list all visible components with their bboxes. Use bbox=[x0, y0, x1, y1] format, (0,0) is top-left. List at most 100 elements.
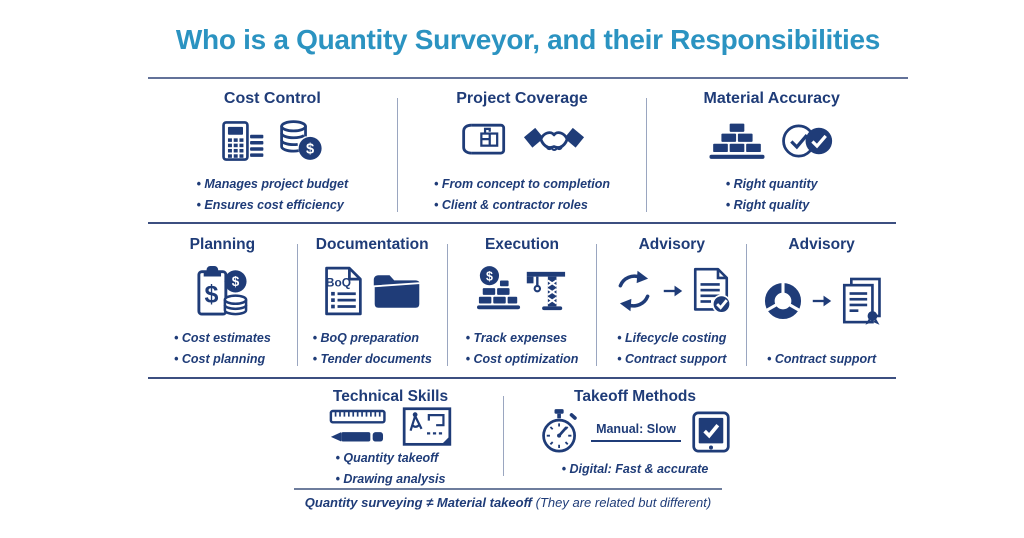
clipboard-dollar-icon: $ $ bbox=[197, 265, 248, 316]
bullet: Cost optimization bbox=[466, 349, 578, 370]
section-execution: Execution $ bbox=[448, 236, 597, 374]
expenses-stack-icon: $ bbox=[476, 265, 566, 310]
vertical-divider bbox=[503, 396, 504, 476]
boq-label: BoQ bbox=[326, 275, 351, 289]
ruler-pen-icon bbox=[329, 409, 386, 442]
document-check-icon bbox=[693, 267, 731, 314]
row-responsibilities-top: Cost Control bbox=[148, 90, 896, 220]
horizontal-divider bbox=[148, 222, 896, 224]
vertical-divider bbox=[746, 244, 748, 366]
vertical-divider bbox=[446, 244, 448, 366]
bricks-icon bbox=[709, 123, 765, 159]
blueprint-icon bbox=[462, 123, 506, 155]
bullet: Digital: Fast & accurate bbox=[562, 459, 708, 480]
bullet-list: Right quantity Right quality bbox=[726, 174, 818, 217]
section-title: Material Accuracy bbox=[703, 90, 840, 107]
bullet: Track expenses bbox=[466, 328, 579, 349]
vertical-divider bbox=[646, 98, 648, 212]
bullet: Right quality bbox=[726, 195, 818, 216]
footer-note-lead: Quantity surveying ≠ Material takeoff bbox=[304, 495, 532, 510]
section-title: Technical Skills bbox=[332, 388, 449, 405]
contract-seal-icon bbox=[842, 278, 881, 326]
dollar-glyph: $ bbox=[306, 141, 314, 157]
vertical-divider bbox=[396, 98, 398, 212]
row-skills-bottom: Technical Skills bbox=[148, 388, 896, 486]
section-project-coverage: Project Coverage bbox=[398, 90, 647, 220]
section-planning: Planning $ $ Cost estimates Cos bbox=[148, 236, 297, 374]
section-advisory-1: Advisory bbox=[597, 236, 746, 374]
section-title: Takeoff Methods bbox=[574, 388, 696, 405]
footer-note: Quantity surveying ≠ Material takeoff (T… bbox=[148, 495, 868, 510]
section-title: Cost Control bbox=[223, 90, 321, 107]
bullet-list: Digital: Fast & accurate bbox=[562, 459, 708, 480]
calculator-icon bbox=[222, 120, 264, 161]
horizontal-divider bbox=[148, 377, 896, 379]
section-documentation: Documentation BoQ Bo bbox=[298, 236, 447, 374]
bullet: Cost planning bbox=[174, 349, 271, 370]
title-underline bbox=[148, 77, 908, 79]
bullet: Quantity takeoff bbox=[336, 448, 446, 469]
arrow-right-icon bbox=[663, 285, 683, 297]
lifecycle-arrows-icon bbox=[618, 270, 650, 311]
bullet: Client & contractor roles bbox=[434, 195, 610, 216]
bullet-list: Track expenses Cost optimization bbox=[466, 328, 579, 371]
bullet: Contract support bbox=[617, 349, 726, 370]
bullet-list: Lifecycle costing Contract support bbox=[617, 328, 726, 371]
footer-note-paren: (They are related but different) bbox=[535, 495, 712, 510]
icon-group: BoQ bbox=[322, 254, 423, 328]
section-title: Advisory bbox=[638, 236, 705, 253]
section-takeoff-methods: Takeoff Methods Manual: S bbox=[504, 388, 766, 484]
bullet: Manages project budget bbox=[197, 174, 348, 195]
footer-divider bbox=[294, 488, 722, 490]
dollar-glyph: $ bbox=[205, 280, 219, 308]
bullet: Right quantity bbox=[726, 174, 818, 195]
tablet-check-icon bbox=[692, 411, 730, 453]
crane-icon bbox=[526, 271, 566, 310]
drawing-plan-icon bbox=[402, 407, 451, 446]
bullet: Ensures cost efficiency bbox=[197, 195, 349, 216]
coin-stack-icon bbox=[224, 270, 247, 293]
icon-group: $ $ bbox=[195, 254, 249, 328]
dollar-glyph: $ bbox=[232, 274, 240, 289]
cycle-donut-icon bbox=[763, 280, 802, 320]
bullet-list: Cost estimates Cost planning bbox=[174, 328, 271, 371]
double-checkmark-icon bbox=[781, 124, 832, 158]
bullet-list: From concept to completion Client & cont… bbox=[434, 174, 610, 217]
folder-icon bbox=[372, 274, 421, 310]
icon-group bbox=[761, 254, 883, 349]
bullet: Drawing analysis bbox=[336, 469, 445, 490]
bullet: Cost estimates bbox=[174, 328, 271, 349]
section-title: Execution bbox=[484, 236, 560, 253]
manual-slow-label: Manual: Slow bbox=[591, 422, 681, 443]
section-title: Advisory bbox=[788, 236, 855, 253]
stopwatch-icon bbox=[542, 409, 577, 453]
section-material-accuracy: Material Accuracy bbox=[647, 90, 896, 220]
bullet: Lifecycle costing bbox=[617, 328, 726, 349]
section-cost-control: Cost Control bbox=[148, 90, 397, 220]
row-responsibilities-middle: Planning $ $ Cost estimates Cos bbox=[148, 236, 896, 374]
section-advisory-2: Advisory bbox=[747, 236, 896, 374]
bullet: From concept to completion bbox=[434, 174, 610, 195]
section-technical-skills: Technical Skills bbox=[278, 388, 503, 486]
coin-stack-dollar-icon: $ bbox=[280, 120, 322, 160]
bullet-list: Manages project budget Ensures cost effi… bbox=[197, 174, 349, 217]
arrow-right-icon bbox=[812, 295, 831, 307]
bullet-list: Quantity takeoff Drawing analysis bbox=[336, 448, 446, 491]
bullet: BoQ preparation bbox=[313, 328, 432, 349]
bullet: Tender documents bbox=[313, 349, 431, 370]
icon-group bbox=[708, 108, 836, 174]
icon-group bbox=[329, 406, 453, 448]
icon-group: $ bbox=[220, 108, 324, 174]
vertical-divider bbox=[296, 244, 298, 366]
icon-group bbox=[459, 108, 585, 174]
icon-group: $ bbox=[476, 254, 567, 328]
bullet-list: BoQ preparation Tender documents bbox=[313, 328, 432, 371]
handshake-icon bbox=[523, 127, 585, 151]
vertical-divider bbox=[596, 244, 598, 366]
section-title: Planning bbox=[189, 236, 256, 253]
section-title: Documentation bbox=[315, 236, 429, 253]
section-title: Project Coverage bbox=[456, 90, 588, 107]
dollar-glyph: $ bbox=[486, 269, 493, 283]
bullet-list: Contract support bbox=[767, 349, 876, 370]
